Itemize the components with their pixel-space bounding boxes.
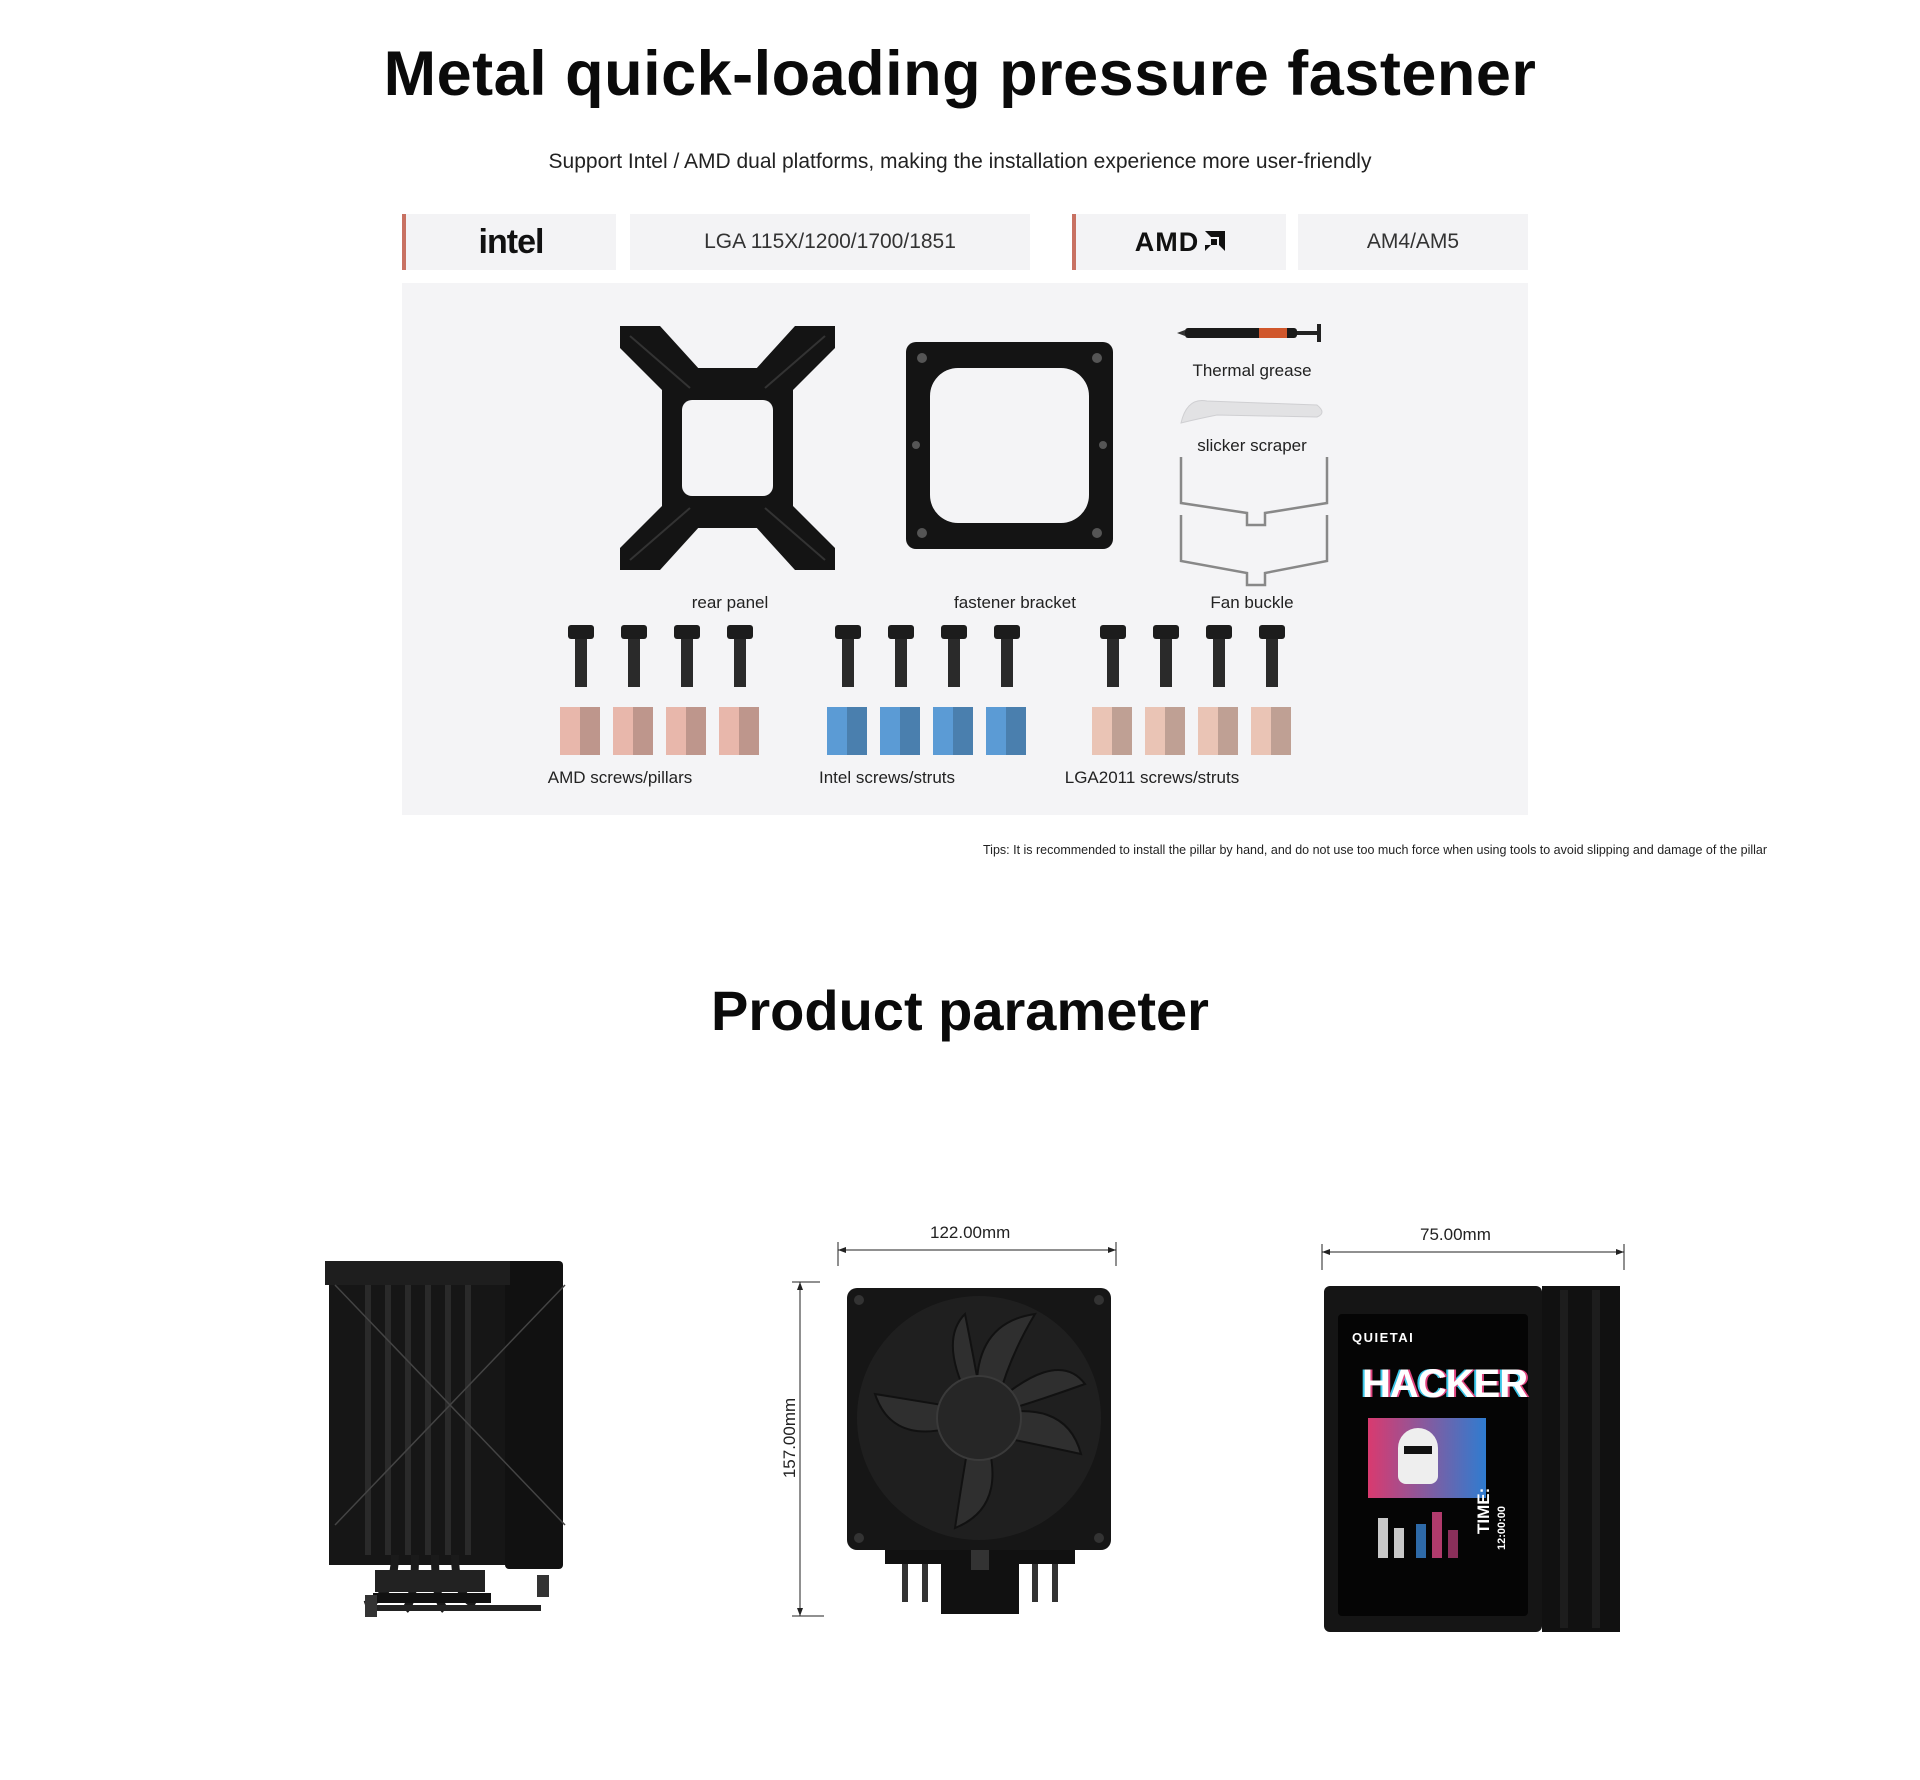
installation-tips: Tips: It is recommended to install the p…	[983, 843, 1768, 857]
width-dimension-label: 122.00mm	[930, 1223, 1011, 1242]
accessories-panel: rear panel fastener bracket Thermal grea…	[402, 283, 1528, 815]
intel-strut-shade	[953, 707, 973, 755]
intel-strut-shade	[1006, 707, 1026, 755]
thermal-grease-image	[1177, 324, 1321, 342]
intel-sockets-tab: LGA 115X/1200/1700/1851	[630, 214, 1030, 270]
lga2011-strut-shade	[1112, 707, 1132, 755]
intel-strut-shade	[847, 707, 867, 755]
lga2011-screw	[1153, 625, 1179, 687]
height-dimension-line	[792, 1281, 824, 1617]
slicker-scraper-image	[1180, 399, 1323, 424]
cooler-side-view-image	[325, 1261, 566, 1617]
height-dimension-label: 157.00mm	[780, 1397, 799, 1479]
amd-screw	[621, 625, 647, 687]
amd-screw	[727, 625, 753, 687]
slicker-scraper-label: slicker scraper	[1197, 436, 1307, 455]
page-title: Metal quick-loading pressure fastener	[383, 39, 1537, 109]
intel-screw	[941, 625, 967, 687]
page-subtitle: Support Intel / AMD dual platforms, maki…	[548, 150, 1372, 173]
amd-screws-label: AMD screws/pillars	[547, 768, 693, 787]
intel-screw	[835, 625, 861, 687]
amd-strut-shade	[633, 707, 653, 755]
amd-screw	[674, 625, 700, 687]
fan-buckle-image	[1179, 457, 1329, 587]
intel-strut	[880, 707, 920, 755]
amd-strut	[719, 707, 759, 755]
thermal-grease-label: Thermal grease	[1192, 361, 1312, 380]
screen-brand-text: QUIETAI	[1352, 1330, 1415, 1345]
hacker-graphic	[1368, 1418, 1486, 1498]
intel-strut	[933, 707, 973, 755]
lga2011-screws-label: LGA2011 screws/struts	[1064, 768, 1240, 787]
lga2011-strut	[1251, 707, 1291, 755]
screen-time-label: TIME:	[1474, 1487, 1493, 1534]
fan-buckle-label: Fan buckle	[1210, 593, 1294, 612]
lga2011-screw	[1259, 625, 1285, 687]
fastener-bracket-label: fastener bracket	[954, 593, 1076, 612]
amd-strut	[613, 707, 653, 755]
amd-strut	[560, 707, 600, 755]
intel-logo: intel	[478, 222, 545, 261]
cooler-front-view-image	[847, 1288, 1111, 1614]
depth-dimension-label: 75.00mm	[1420, 1225, 1491, 1244]
lga2011-screw	[1206, 625, 1232, 687]
lga2011-strut-shade	[1271, 707, 1291, 755]
cooler-screen-view: QUIETAI HACKER TIME: 12:00:00	[1324, 1286, 1624, 1632]
amd-logo: AMD	[1134, 226, 1200, 257]
lga2011-screw	[1100, 625, 1126, 687]
intel-screw	[994, 625, 1020, 687]
intel-strut	[986, 707, 1026, 755]
depth-dimension-line	[1321, 1244, 1625, 1270]
lga2011-strut-shade	[1218, 707, 1238, 755]
amd-strut-shade	[739, 707, 759, 755]
amd-sockets: AM4/AM5	[1366, 230, 1460, 253]
amd-logo-tab: AMD	[1072, 214, 1286, 270]
intel-sockets: LGA 115X/1200/1700/1851	[704, 230, 956, 253]
screen-bar-graphic	[1368, 1498, 1468, 1558]
rear-panel-label: rear panel	[691, 593, 769, 612]
intel-strut	[827, 707, 867, 755]
section-title: Product parameter	[711, 979, 1209, 1042]
amd-strut	[666, 707, 706, 755]
width-dimension-line	[837, 1242, 1117, 1266]
amd-strut-shade	[580, 707, 600, 755]
screen-time-value: 12:00:00	[1496, 1505, 1508, 1550]
amd-sockets-tab: AM4/AM5	[1298, 214, 1528, 270]
screws-and-struts-image	[560, 625, 1291, 755]
intel-logo-tab: intel	[402, 214, 616, 270]
lga2011-strut	[1145, 707, 1185, 755]
lga2011-strut-shade	[1165, 707, 1185, 755]
intel-strut-shade	[900, 707, 920, 755]
amd-screw	[568, 625, 594, 687]
amd-strut-shade	[686, 707, 706, 755]
rear-panel-image	[620, 326, 835, 570]
amd-arrow-icon	[1205, 231, 1226, 251]
intel-screws-label: Intel screws/struts	[818, 768, 956, 787]
lga2011-strut	[1198, 707, 1238, 755]
fastener-bracket-image	[906, 342, 1113, 549]
screen-headline-text: HACKER	[1362, 1362, 1528, 1406]
lga2011-strut	[1092, 707, 1132, 755]
intel-screw	[888, 625, 914, 687]
